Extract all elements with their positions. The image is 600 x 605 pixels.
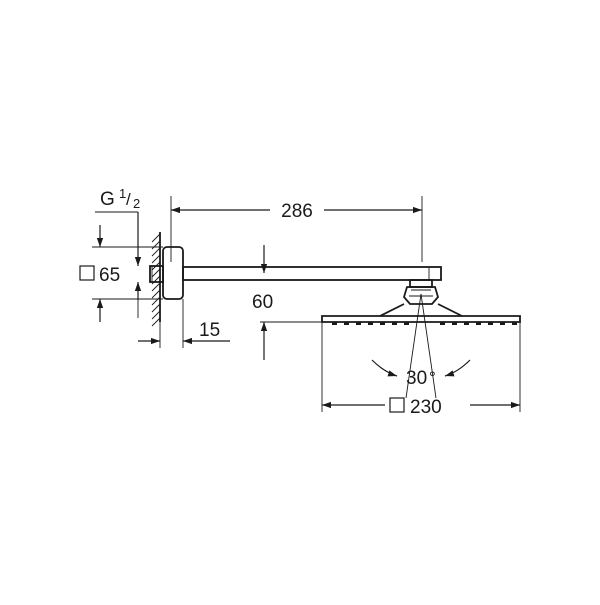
wall-hatch-line: [151, 289, 161, 299]
label-flange-size: 65: [99, 265, 120, 286]
nozzle: [344, 322, 349, 325]
nozzle: [440, 322, 445, 325]
dim-drop-height: 60: [252, 245, 322, 360]
wall: [151, 232, 161, 327]
label-thread-prefix: G: [100, 189, 115, 210]
label-thread-denominator: 2: [133, 196, 140, 211]
dim-flange-size: 65: [79, 225, 163, 322]
wall-hatch-line: [151, 310, 161, 320]
wall-hatch-line: [151, 254, 161, 264]
dim-head-size: 230: [321, 322, 521, 418]
wall-hatch-line: [151, 233, 161, 243]
shower-head: [321, 303, 521, 325]
nozzle: [332, 322, 337, 325]
label-tilt-angle: 30: [406, 368, 427, 389]
dim-arm-length: 286: [170, 196, 423, 262]
wall-hatch-line: [151, 296, 161, 306]
wall-hatch-line: [151, 303, 161, 313]
nozzle: [476, 322, 481, 325]
wall-hatch-line: [151, 247, 161, 257]
label-flange-depth: 15: [199, 320, 220, 341]
nozzle: [452, 322, 457, 325]
nozzle: [464, 322, 469, 325]
label-head-size: 230: [410, 397, 442, 418]
dim-tilt-angle: 30 °: [371, 293, 471, 399]
nozzle: [488, 322, 493, 325]
wall-hatch-line: [151, 240, 161, 250]
nozzle: [500, 322, 505, 325]
label-thread-numerator: 1: [119, 186, 126, 201]
nozzle: [380, 322, 385, 325]
label-drop-height: 60: [252, 292, 273, 313]
ball-joint: [402, 279, 440, 305]
nozzle: [368, 322, 373, 325]
wall-hatch-line: [151, 268, 161, 278]
shower-arm: [182, 266, 442, 281]
wall-hatch-line: [151, 317, 161, 327]
fraction-slash: /: [126, 190, 131, 209]
square-symbol: [79, 265, 95, 281]
wall-flange: [149, 246, 184, 300]
nozzle: [392, 322, 397, 325]
wall-hatch-line: [151, 282, 161, 292]
nozzle: [356, 322, 361, 325]
nozzle: [404, 322, 409, 325]
nozzle: [512, 322, 517, 325]
label-tilt-angle-unit: °: [429, 368, 436, 387]
dim-flange-depth: 15: [138, 299, 230, 348]
label-arm-length: 286: [281, 201, 313, 222]
square-symbol: [389, 397, 405, 413]
dim-thread: G 1 / 2: [95, 186, 142, 318]
